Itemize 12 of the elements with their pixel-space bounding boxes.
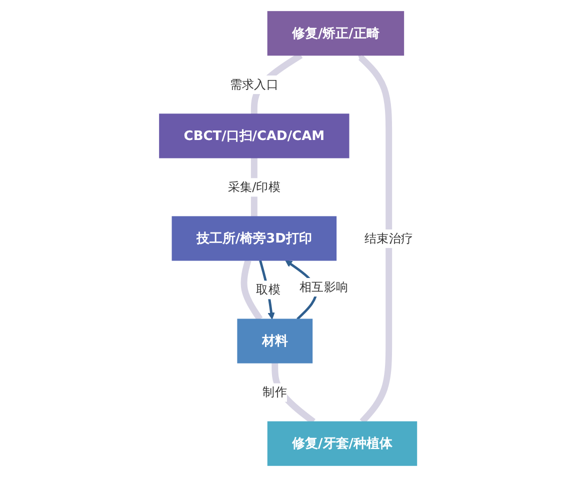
edge-label: 采集/印模 xyxy=(228,180,280,194)
edge-label: 相互影响 xyxy=(299,280,348,294)
edge-label: 制作 xyxy=(262,384,287,400)
arrow xyxy=(358,54,392,424)
node-box: 技工所/椅旁3D打印 xyxy=(172,216,336,261)
node-box: CBCT/口扫/CAD/CAM xyxy=(159,114,350,158)
edge-label: 结束治疗 xyxy=(364,231,414,246)
node-box: 修复/矫正/正畸 xyxy=(267,11,404,56)
edge-label: 需求入口 xyxy=(230,77,278,92)
connector xyxy=(240,260,263,321)
edge-label: 取模 xyxy=(256,282,280,297)
node-box: 修复/牙套/种植体 xyxy=(267,421,417,466)
